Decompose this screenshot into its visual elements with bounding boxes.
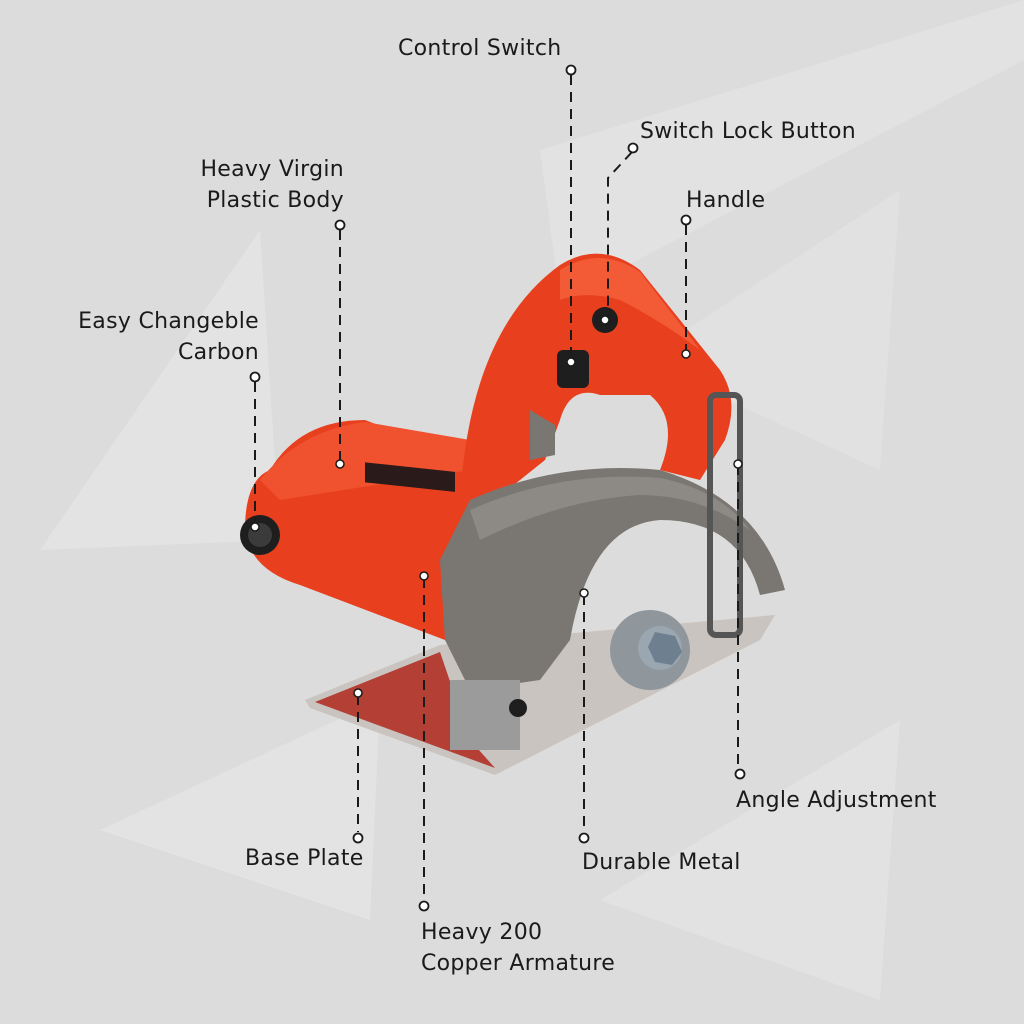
label-text: Angle Adjustment: [736, 788, 937, 813]
label-copper-armature: Heavy 200 Copper Armature: [421, 917, 615, 979]
label-heavy-virgin-plastic-body: Heavy Virgin Plastic Body: [200, 154, 344, 216]
angle-bracket-shape: [707, 392, 743, 638]
label-base-plate: Base Plate: [245, 843, 364, 874]
label-handle: Handle: [686, 185, 765, 216]
label-switch-lock-button: Switch Lock Button: [640, 116, 856, 147]
label-easy-changeble-carbon: Easy Changeble Carbon: [78, 306, 259, 368]
label-text: Durable Metal: [582, 850, 741, 875]
label-text: Base Plate: [245, 846, 364, 871]
label-text: Carbon: [177, 340, 259, 365]
label-text: Easy Changeble: [78, 309, 259, 334]
label-text: Heavy 200: [421, 920, 543, 945]
label-text: Switch Lock Button: [640, 119, 856, 144]
label-text: Plastic Body: [206, 188, 344, 213]
label-text: Copper Armature: [421, 951, 616, 976]
blade-guard-shape: [440, 468, 785, 690]
label-text: Control Switch: [398, 36, 562, 61]
label-angle-adjustment: Angle Adjustment: [736, 785, 937, 816]
label-durable-metal: Durable Metal: [582, 847, 741, 878]
label-text: Heavy Virgin: [200, 157, 344, 182]
label-control-switch: Control Switch: [398, 33, 561, 64]
label-text: Handle: [686, 188, 766, 213]
